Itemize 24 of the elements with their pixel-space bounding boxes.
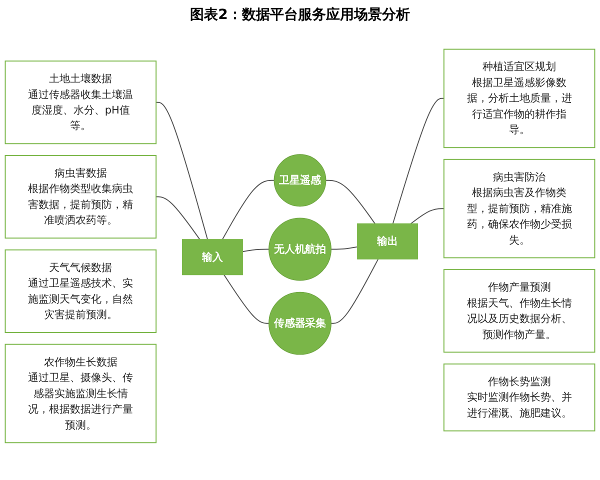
node-box: 作物产量预测 根据天气、作物生长情况以及历史数据分析、预测作物产量。 (443, 269, 596, 353)
diagram-title: 图表2：数据平台服务应用场景分析 (189, 6, 411, 24)
connector (410, 208, 444, 224)
node-box: 土地土壤数据 通过传感器收集土壤温度湿度、水分、pH值等。 (4, 60, 157, 144)
node-box: 作物长势监测 实时监测作物长势、并进行灌溉、施肥建议。 (443, 364, 596, 432)
connector (325, 180, 376, 224)
node-circle: 卫星遥感 (274, 154, 326, 207)
node-box: 病虫害防治 根据病虫害及作物类型，提前预防，精准施药，确保农作物少受损失。 (443, 158, 596, 258)
connector (330, 258, 379, 324)
connector (330, 246, 358, 250)
connector (156, 196, 200, 240)
connector (156, 102, 208, 240)
node-box: 种植适宜区规划 根据卫星遥感影像数据，分析土地质量，进行适宜作物的耕作指导。 (443, 48, 596, 148)
node-box: 病虫害数据 根据作物类型收集病虫害数据，提前预防，精准喷洒农药等。 (4, 155, 157, 239)
connector (242, 248, 270, 252)
node-box: 输入 (182, 239, 243, 276)
node-circle: 传感器采集 (268, 292, 332, 355)
connector (392, 98, 444, 224)
node-circle: 无人机航拍 (268, 218, 332, 281)
node-box: 输出 (357, 223, 418, 260)
connector (222, 180, 275, 240)
connector (224, 274, 270, 324)
node-box: 农作物生长数据 通过卫星、摄像头、传感器实施监测生长情况，根据数据进行产量预测。 (4, 344, 157, 444)
node-box: 天气气候数据 通过卫星遥感技术、实施监测天气变化，自然灾害提前预测。 (4, 249, 157, 334)
